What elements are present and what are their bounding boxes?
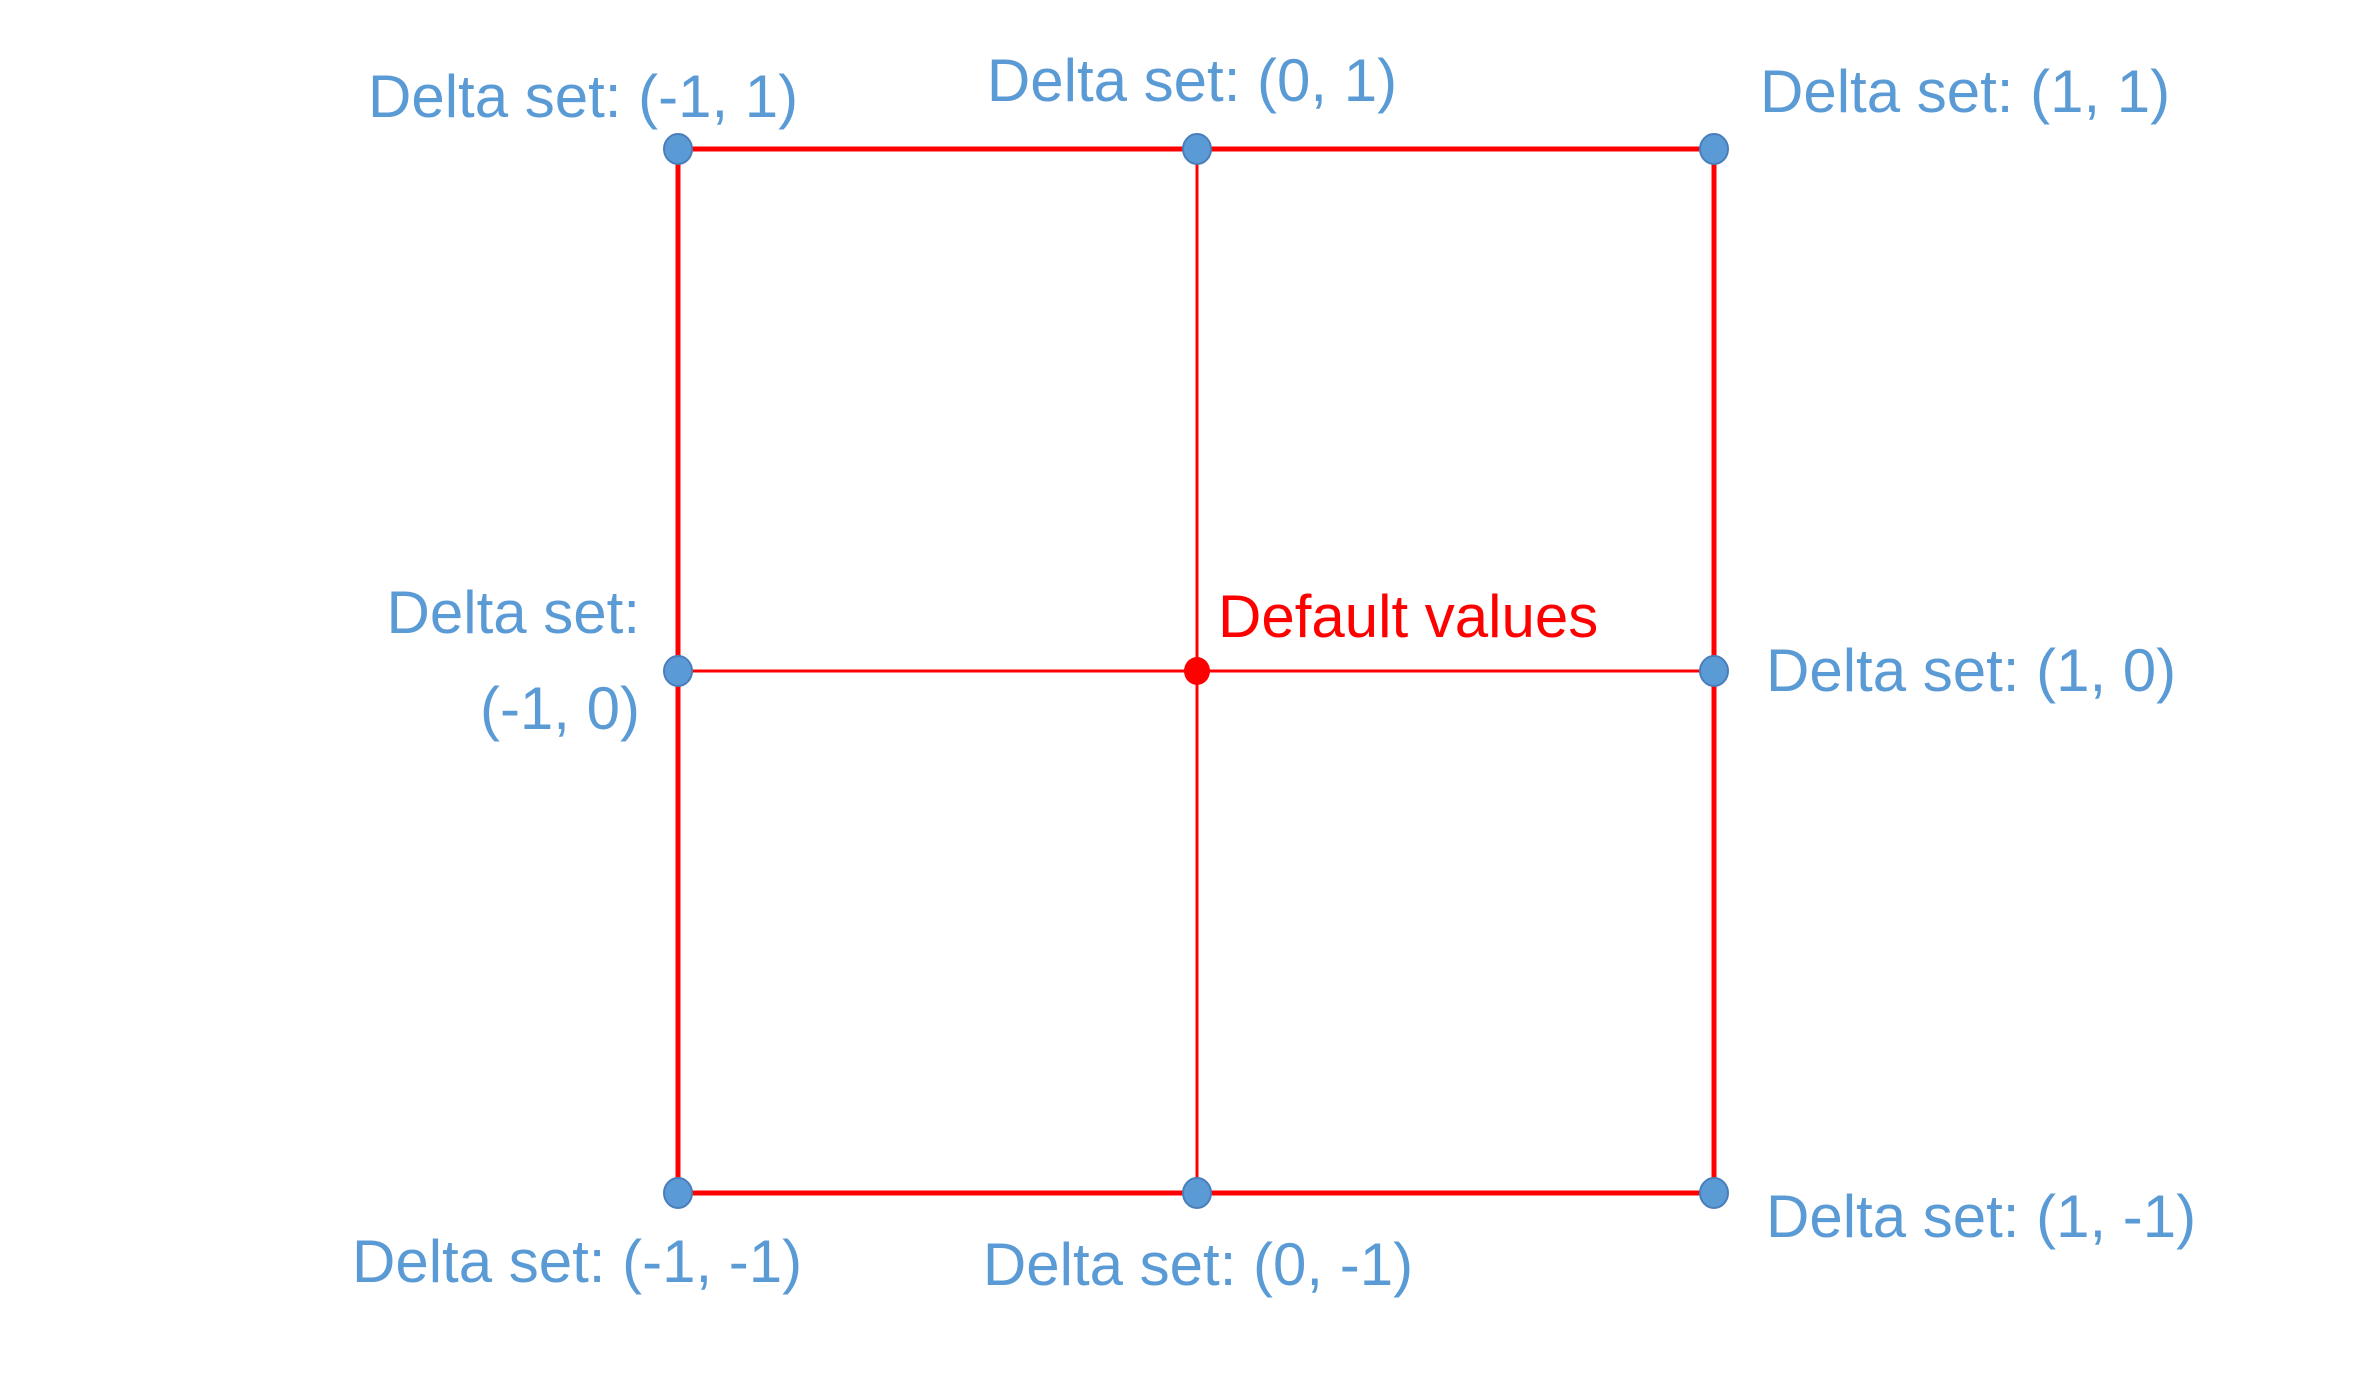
label-middle-left: Delta set: (-1, 0) <box>386 579 640 742</box>
label-top-right: Delta set: (1, 1) <box>1760 58 2171 125</box>
center-dot <box>1184 657 1210 685</box>
node-dot-bottom-middle <box>1182 1177 1212 1209</box>
node-dot-bottom-left <box>663 1177 693 1209</box>
node-dot-top-left <box>663 133 693 165</box>
node-dot-middle-right <box>1699 655 1729 687</box>
label-middle-right: Delta set: (1, 0) <box>1766 637 2177 704</box>
node-dot-top-right <box>1699 133 1729 165</box>
label-top-left: Delta set: (-1, 1) <box>368 63 799 130</box>
node-dot-top-middle <box>1182 133 1212 165</box>
label-top-middle: Delta set: (0, 1) <box>986 47 1398 114</box>
node-dot-middle-left <box>663 655 693 687</box>
node-dot-bottom-right <box>1699 1177 1729 1209</box>
label-bottom-middle: Delta set: (0, -1) <box>982 1231 1414 1298</box>
label-bottom-right: Delta set: (1, -1) <box>1766 1183 2197 1250</box>
label-center-default-values: Default values <box>1218 583 1599 650</box>
label-bottom-left: Delta set: (-1, -1) <box>352 1228 803 1295</box>
